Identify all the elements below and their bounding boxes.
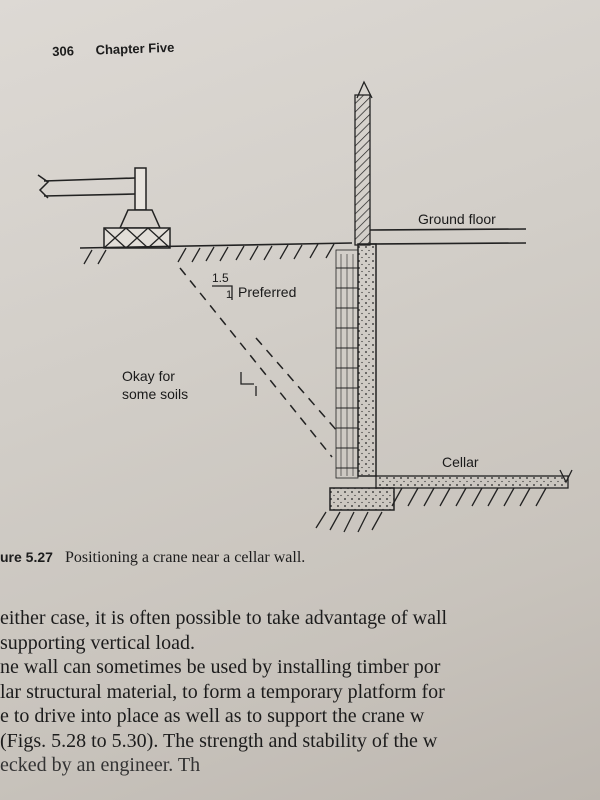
label-ground-floor: Ground floor	[418, 211, 496, 227]
building-wall	[354, 94, 371, 246]
label-okay-line1: Okay for	[122, 368, 175, 384]
okay-slope-line	[255, 337, 339, 433]
label-slope-value: 1.5	[212, 271, 229, 285]
label-cellar: Cellar	[442, 454, 479, 470]
body-line: ne wall can sometimes be used by install…	[0, 656, 441, 678]
body-line: (Figs. 5.28 to 5.30). The strength and s…	[0, 729, 438, 752]
cellar-floor	[375, 475, 569, 489]
crane	[37, 167, 171, 249]
label-slope-unit: 1	[226, 289, 232, 301]
label-okay-line2: some soils	[122, 386, 188, 402]
backfill	[335, 249, 359, 479]
wall-footing	[329, 487, 395, 511]
figure-number: ure 5.27	[0, 549, 53, 565]
figure-caption: ure 5.27 Positioning a crane near a cell…	[0, 549, 305, 567]
label-preferred: Preferred	[238, 284, 296, 300]
ground-surface	[79, 242, 353, 265]
body-line: either case, it is often possible to tak…	[0, 607, 448, 629]
body-line: lar structural material, to form a tempo…	[0, 680, 445, 703]
cellar-wall	[357, 243, 377, 477]
body-line: supporting vertical load.	[0, 631, 195, 654]
body-line: ecked by an engineer. Th	[0, 754, 201, 776]
body-paragraph: either case, it is often possible to tak…	[0, 606, 600, 778]
preferred-slope-line	[179, 267, 333, 458]
body-line: e to drive into place as well as to supp…	[0, 705, 425, 727]
crane-cellar-figure: Ground floor 1.5 1 Preferred Okay for so…	[37, 80, 573, 533]
caption-text: Positioning a crane near a cellar wall.	[64, 549, 306, 566]
